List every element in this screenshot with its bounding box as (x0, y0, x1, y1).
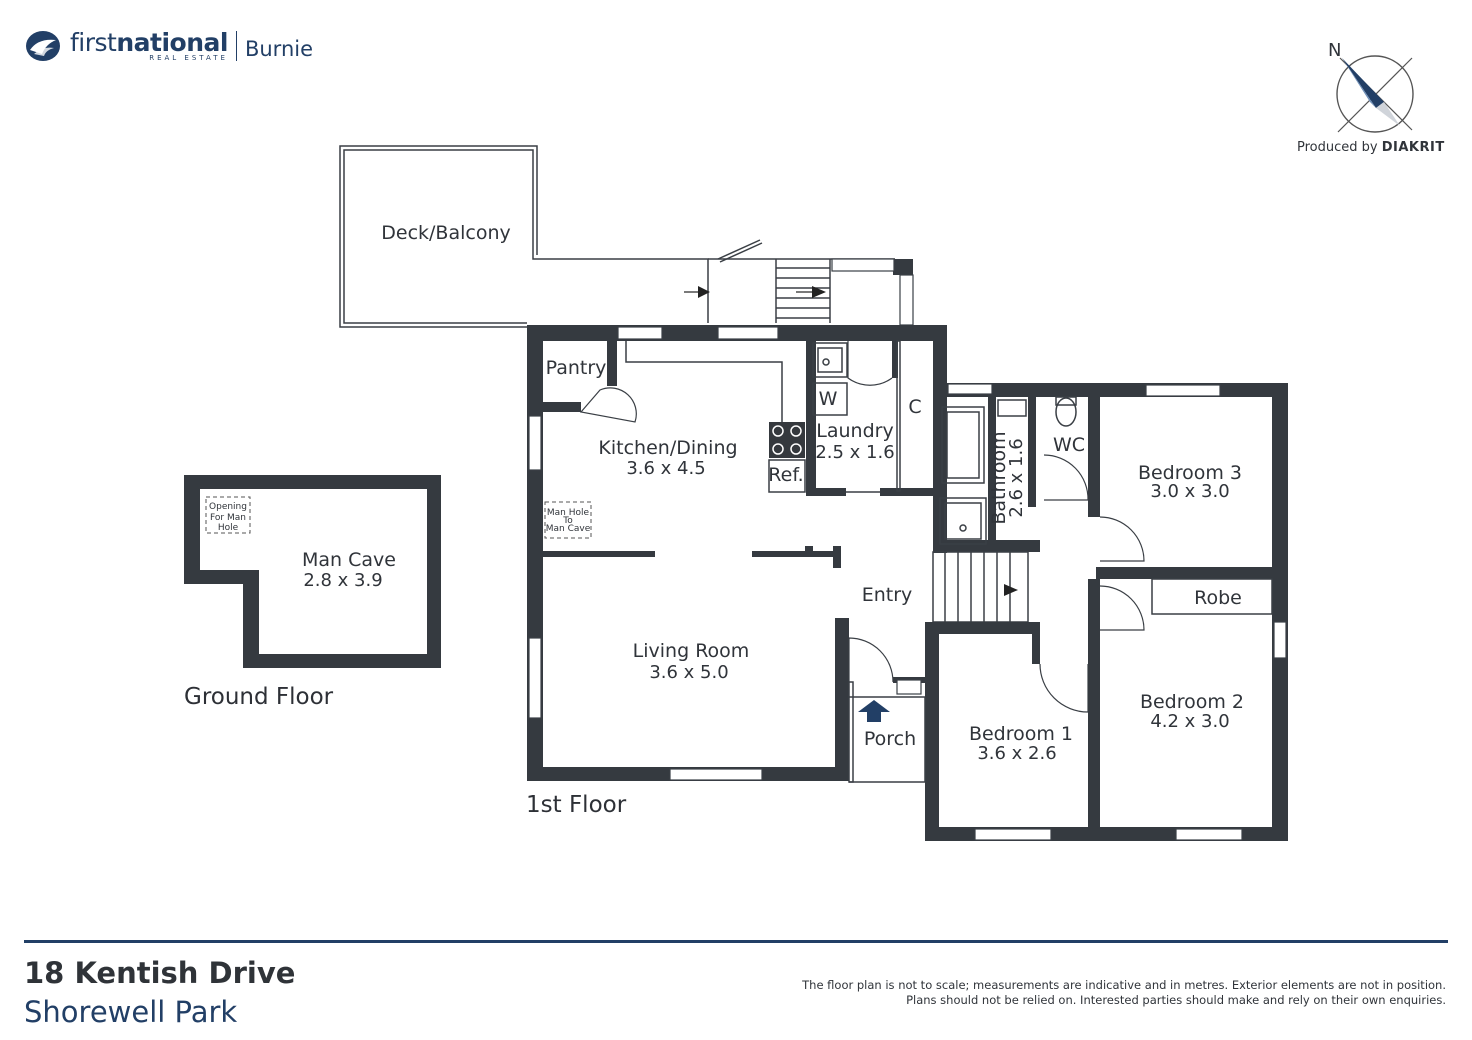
manhole-ground-line-2: For Man (210, 513, 246, 523)
brand-wordmark: firstnational REAL ESTATE (70, 28, 228, 63)
manhole-top-outline (544, 501, 592, 539)
bedroom-3 (1096, 383, 1288, 841)
label-kitchen: Kitchen/Dining (598, 437, 737, 459)
brand-branch: Burnie (244, 37, 314, 61)
address-street: 18 Kentish Drive (24, 956, 296, 990)
dim-kitchen: 3.6 x 4.5 (626, 458, 705, 479)
address-suburb: Shorewell Park (24, 995, 238, 1029)
entrance-arrow-icon (858, 700, 890, 722)
manhole-top-line-1: Man Hole (547, 508, 590, 518)
label-bathroom: Bathroom (988, 431, 1010, 524)
brand-subtitle: REAL ESTATE (149, 54, 228, 62)
dim-bathroom: 2.6 x 1.6 (1006, 438, 1027, 517)
disclaimer-line-2: Plans should not be relied on. Intereste… (906, 993, 1446, 1007)
dim-bedroom-1: 3.6 x 2.6 (977, 743, 1056, 764)
brand-name-first: first (70, 28, 117, 57)
cooktop-icon (769, 422, 805, 458)
dim-man-cave: 2.8 x 3.9 (303, 570, 382, 591)
label-deck: Deck/Balcony (381, 222, 510, 244)
first-floor-walls (527, 325, 1033, 781)
first-floor-label: 1st Floor (526, 792, 627, 818)
laundry (806, 340, 935, 496)
dim-living: 3.6 x 5.0 (649, 662, 728, 683)
label-bedroom-3: Bedroom 3 (1138, 462, 1242, 484)
label-robe: Robe (1194, 587, 1242, 609)
label-c: C (908, 396, 921, 418)
producer-credit: Produced by DIAKRIT (1297, 140, 1445, 155)
label-bedroom-1: Bedroom 1 (969, 723, 1073, 745)
label-w: W (819, 388, 838, 410)
brand-name-national: national (116, 28, 228, 57)
label-bedroom-2: Bedroom 2 (1140, 691, 1244, 713)
label-laundry: Laundry (816, 420, 893, 442)
man-cave (184, 475, 441, 668)
disclaimer: The floor plan is not to scale; measurem… (746, 978, 1446, 1008)
label-pantry: Pantry (546, 357, 607, 379)
label-wc: WC (1053, 434, 1085, 456)
dim-bedroom-2: 4.2 x 3.0 (1150, 711, 1229, 732)
label-entry: Entry (862, 584, 913, 606)
brand-logo: firstnational REAL ESTATE Burnie (24, 26, 313, 66)
dim-laundry: 2.5 x 1.6 (815, 442, 894, 463)
bedroom-1 (925, 579, 1288, 841)
ground-floor-label: Ground Floor (184, 684, 334, 710)
manhole-top-line-3: Man Cave (546, 524, 591, 534)
label-porch: Porch (864, 728, 916, 750)
label-ref: Ref. (768, 464, 803, 486)
label-living: Living Room (633, 640, 750, 662)
producer-name: DIAKRIT (1381, 140, 1445, 155)
compass-north-label: N (1328, 40, 1341, 61)
dim-bedroom-3: 3.0 x 3.0 (1150, 481, 1229, 502)
brand-divider (235, 31, 237, 61)
label-man-cave: Man Cave (302, 549, 396, 571)
disclaimer-line-1: The floor plan is not to scale; measurem… (802, 978, 1446, 992)
manhole-ground-line-3: Hole (218, 523, 239, 533)
compass-icon: N (1328, 40, 1414, 133)
entry-porch (848, 637, 926, 783)
manhole-ground-line-1: Opening (209, 502, 247, 512)
hall-stairs (932, 551, 1029, 623)
pantry (541, 341, 637, 423)
footer-rule (24, 940, 1448, 943)
first-national-logo-icon (26, 31, 60, 61)
robe-outline (1151, 578, 1273, 615)
producer-prefix: Produced by (1297, 140, 1378, 155)
manhole-top-line-2: To (562, 516, 573, 526)
deck-balcony (339, 145, 914, 328)
